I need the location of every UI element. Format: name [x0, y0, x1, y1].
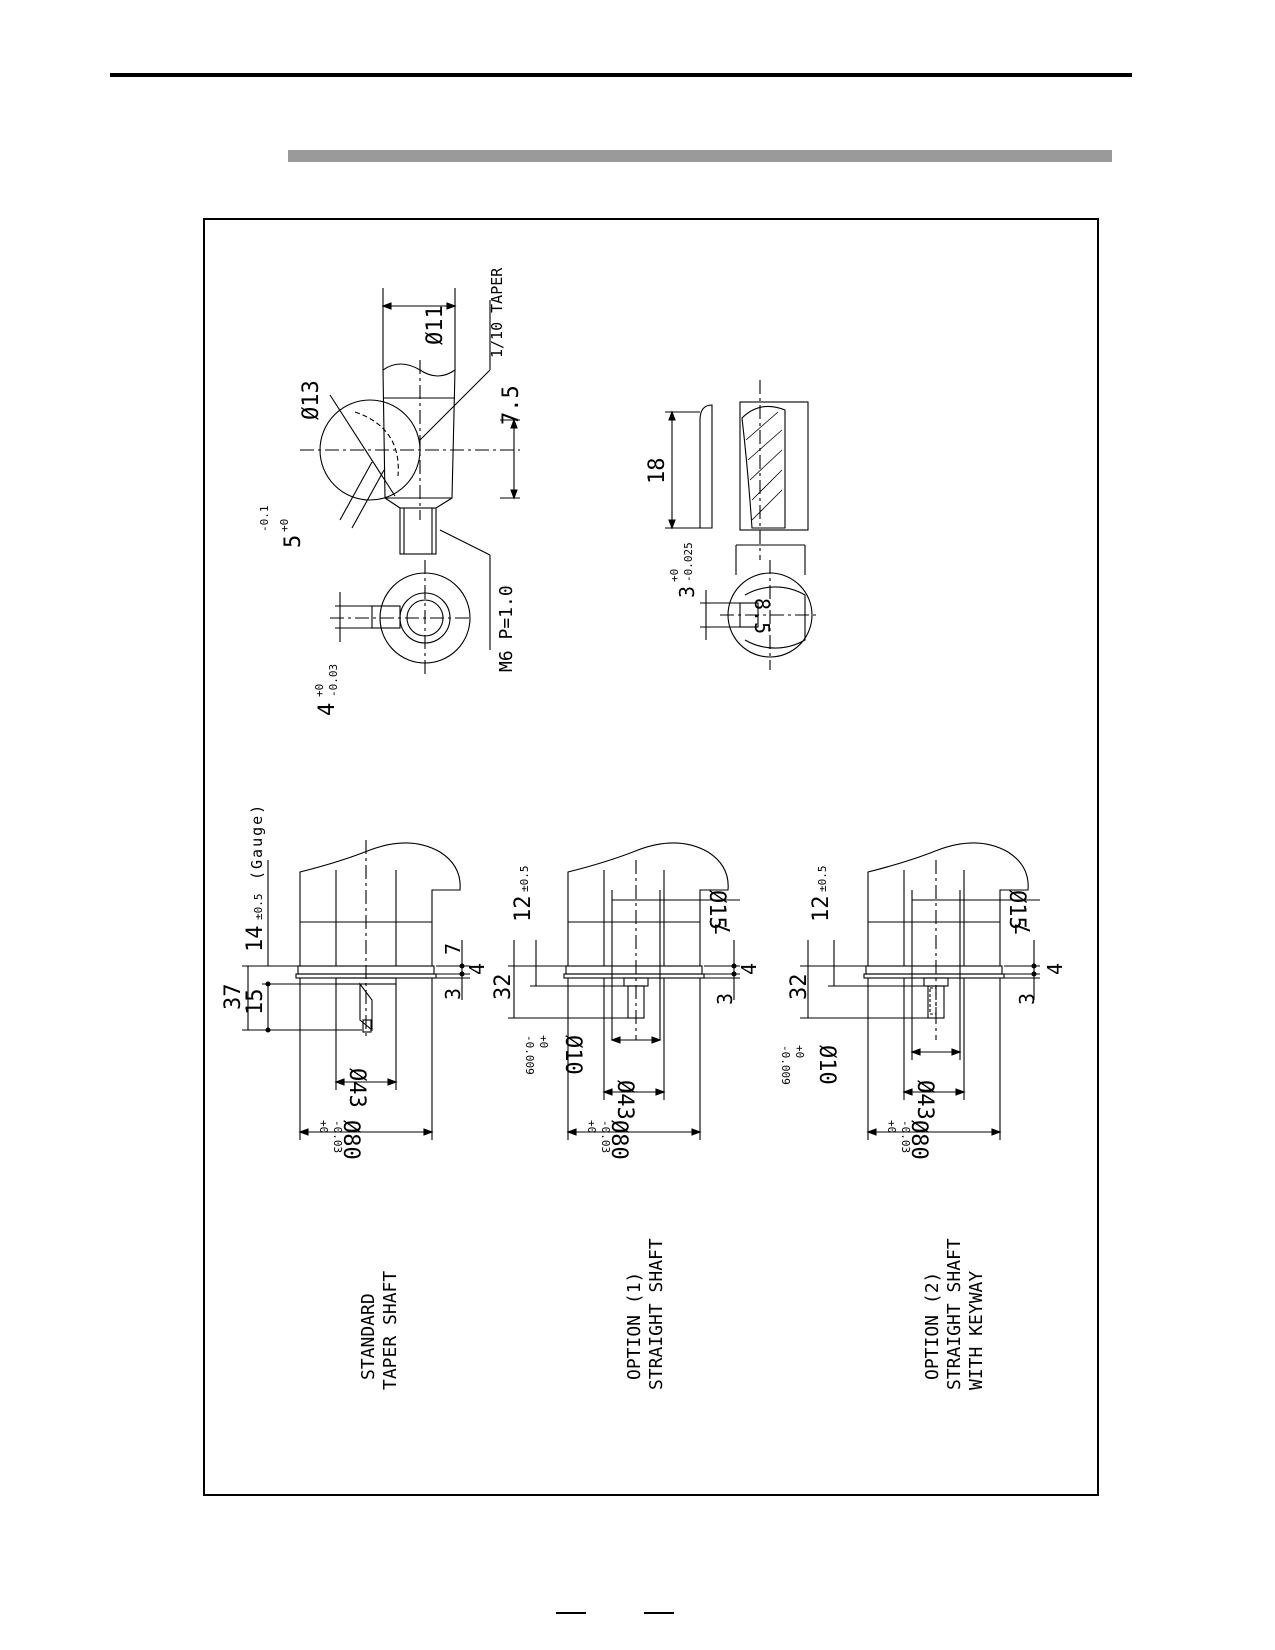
key-4-tol-lower: -0.03 [327, 664, 340, 697]
taper-shaft-detail [300, 288, 520, 676]
key-3-tol-lower: -0.025 [682, 542, 695, 582]
view1-dia-43: Ø43 [344, 1068, 369, 1108]
view2-dim-12-tol: ±0.5 [518, 866, 531, 893]
view2-dia-80: Ø80 [606, 1120, 631, 1160]
depth-8-5-label: 8.5 [750, 598, 774, 634]
view2-dia-15: Ø15 [704, 890, 729, 930]
view1-dim-3: 3 [441, 988, 465, 1000]
standard-taper-shaft-view [242, 840, 470, 1140]
view2-dia-10: Ø10 [560, 1035, 585, 1075]
section-header-bar [288, 150, 1112, 162]
view3-dim-7: 7 [1011, 923, 1035, 935]
view1-dim-14-tol: ±0.5 [252, 894, 265, 921]
footer-dash-left [556, 1612, 586, 1614]
keyway-detail [665, 380, 820, 670]
view2-dia-80-tol-lower: -0.03 [599, 1120, 612, 1153]
drawing-frame [203, 218, 1099, 1496]
view3-title-line2: STRAIGHT SHAFT [944, 1238, 965, 1390]
option1-straight-shaft-view [508, 842, 740, 1140]
width-5-tol-lower: -0.1 [258, 506, 271, 533]
view1-dim-14: 14 [243, 926, 268, 953]
view3-dia-80: Ø80 [906, 1120, 931, 1160]
view3-dia-10-tol-upper: +0 [793, 1045, 806, 1058]
view3-dim-32: 32 [787, 974, 812, 1001]
len-18-label: 18 [645, 458, 670, 485]
key-4-label: 4 [315, 703, 340, 716]
view2-dim-12: 12 [511, 896, 536, 923]
view3-dim-4: 4 [1043, 963, 1067, 975]
view3-dia-80-tol-upper: +0 [885, 1120, 898, 1133]
view1-dim-15: 15 [243, 989, 268, 1016]
view1-dim-4: 4 [465, 963, 489, 975]
key-4-tol-upper: +0 [313, 684, 326, 697]
view2-dim-7: 7 [711, 923, 735, 935]
view3-dia-43: Ø43 [912, 1080, 937, 1120]
view3-dia-80-tol-lower: -0.03 [899, 1120, 912, 1153]
dia-13-label: Ø13 [299, 380, 324, 420]
view2-dim-32: 32 [491, 974, 516, 1001]
view1-dia-80-tol-upper: +0 [317, 1120, 330, 1133]
top-rule [110, 73, 1132, 77]
option2-keyway-shaft-view [800, 842, 1040, 1140]
view2-title-line1: OPTION (1) [624, 1272, 645, 1380]
view1-dim-7: 7 [441, 943, 465, 955]
view1-dia-80-tol-lower: -0.03 [331, 1120, 344, 1153]
drawing-labels: Ø11 1/10 TAPER Ø13 7.5 5 +0 -0.1 M6 P=1.… [221, 267, 1067, 1390]
view3-dim-12-tol: ±0.5 [816, 866, 829, 893]
view2-dim-4: 4 [737, 963, 761, 975]
view2-dia-43: Ø43 [612, 1080, 637, 1120]
width-5-label: 5 [281, 535, 306, 548]
view3-title-line1: OPTION (2) [922, 1272, 943, 1380]
view1-dim-37: 37 [221, 984, 246, 1011]
len-7-5-label: 7.5 [499, 385, 524, 425]
key-3-tol-upper: +0 [668, 569, 681, 582]
view1-dim-14-note: (Gauge) [248, 803, 266, 880]
width-5-tol-upper: +0 [278, 519, 291, 532]
view1-title-line2: TAPER SHAFT [380, 1271, 401, 1390]
key-3-label: 3 [675, 586, 699, 598]
dia-11-label: Ø11 [423, 305, 448, 345]
view2-title-line2: STRAIGHT SHAFT [646, 1238, 667, 1390]
view2-dia-10-tol-upper: +0 [537, 1035, 550, 1048]
view2-dia-10-tol-lower: -0.009 [523, 1035, 536, 1075]
taper-label: 1/10 TAPER [488, 267, 506, 358]
view3-title-line3: WITH KEYWAY [966, 1271, 987, 1390]
view1-dia-80: Ø80 [338, 1120, 363, 1160]
view3-dia-15: Ø15 [1004, 890, 1029, 930]
footer-dash-right [644, 1612, 674, 1614]
view1-title-line1: STANDARD [358, 1293, 379, 1380]
view3-dia-10-tol-lower: -0.009 [779, 1045, 792, 1085]
view2-dia-80-tol-upper: +0 [585, 1120, 598, 1133]
view3-dim-12: 12 [809, 896, 834, 923]
view3-dim-3: 3 [1015, 993, 1039, 1005]
view2-dim-3: 3 [713, 993, 737, 1005]
view3-dia-10: Ø10 [814, 1045, 839, 1085]
thread-label: M6 P=1.0 [496, 585, 517, 672]
